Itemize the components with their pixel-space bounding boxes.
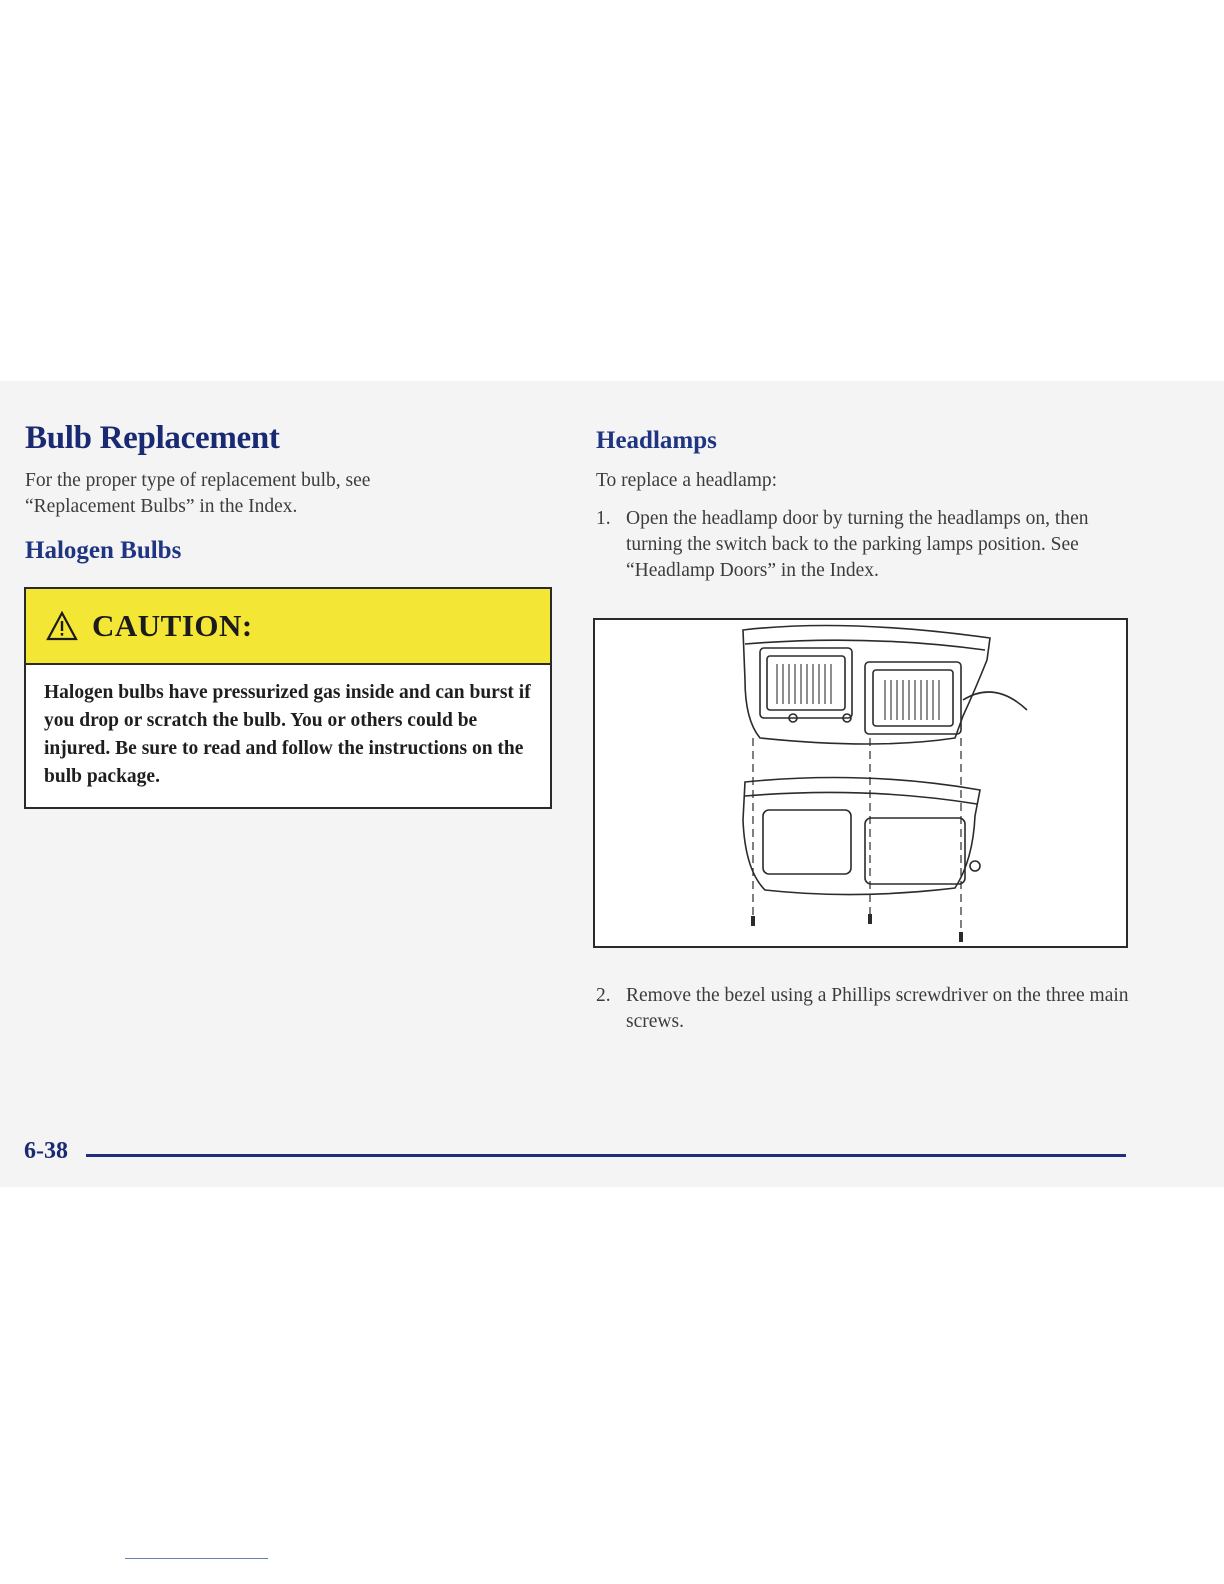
divider — [125, 1558, 268, 1559]
step-item: 2. Remove the bezel using a Phillips scr… — [596, 983, 1136, 1035]
step-item: 1. Open the headlamp door by turning the… — [596, 506, 1136, 584]
headlamps-intro: To replace a headlamp: — [596, 470, 778, 491]
headlamp-figure — [593, 618, 1128, 948]
footer-rule — [86, 1154, 1126, 1157]
caution-text: Halogen bulbs have pressurized gas insid… — [44, 682, 531, 787]
caution-box: CAUTION: Halogen bulbs have pressurized … — [24, 587, 552, 809]
step-text: Remove the bezel using a Phillips screwd… — [626, 985, 1129, 1032]
step-text: Open the headlamp door by turning the he… — [626, 508, 1089, 581]
step-number: 1. — [596, 508, 611, 529]
intro-paragraph: For the proper type of replacement bulb,… — [25, 470, 371, 517]
page-number: 6-38 — [24, 1138, 68, 1164]
page-title: Bulb Replacement — [25, 420, 280, 456]
caution-header: CAUTION: — [26, 589, 550, 665]
warning-triangle-icon — [46, 611, 78, 641]
headlamp-assembly-illustration — [742, 624, 1028, 942]
page-footer: 6-38 — [24, 1138, 68, 1165]
halogen-heading: Halogen Bulbs — [25, 537, 182, 564]
step-number: 2. — [596, 985, 611, 1006]
caution-label: CAUTION: — [92, 608, 253, 643]
headlamps-heading: Headlamps — [596, 427, 717, 454]
